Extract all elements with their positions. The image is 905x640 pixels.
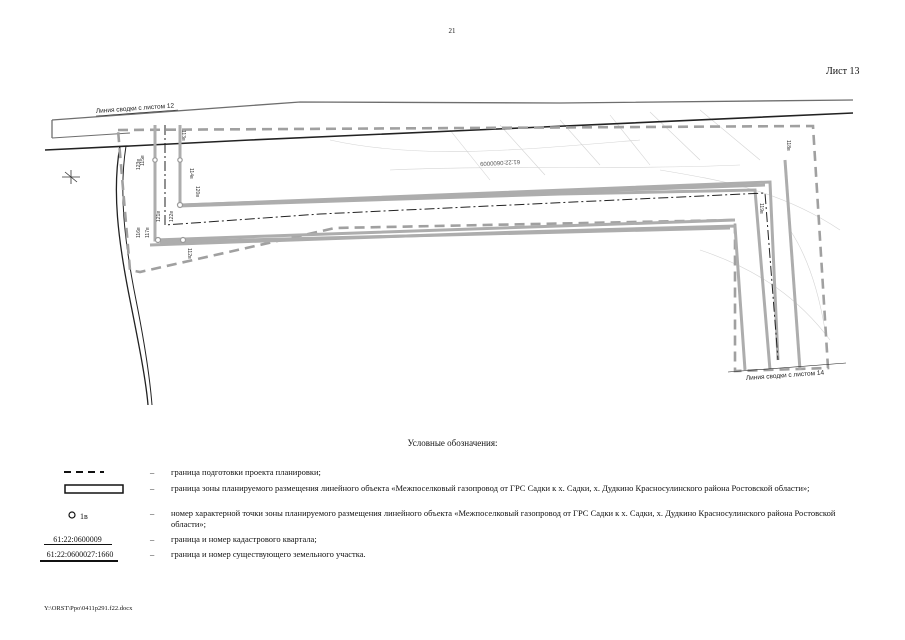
quarter-label: 61:22:0600009 bbox=[479, 158, 520, 166]
plot-symbol-label: 61:22:0600027:1660 bbox=[46, 550, 114, 559]
sheet-label: Лист 13 bbox=[826, 66, 860, 77]
legend-dash: – bbox=[150, 483, 155, 493]
gas-pipeline-axis bbox=[164, 125, 779, 361]
planning-boundary bbox=[116, 124, 830, 373]
north-arrow-icon bbox=[62, 170, 80, 184]
legend-dash: – bbox=[150, 549, 155, 559]
parcel-boundary bbox=[44, 112, 854, 151]
point-label: 119в bbox=[758, 203, 764, 214]
legend-text: граница зоны планируемого размещения лин… bbox=[171, 483, 810, 493]
legend-title: Условные обозначения: bbox=[407, 438, 498, 448]
plot-line bbox=[40, 560, 118, 562]
point-circle-icon bbox=[68, 511, 76, 519]
land-plot-symbol: 61:22:0600027:1660 bbox=[30, 549, 125, 565]
characteristic-points bbox=[152, 157, 187, 244]
legend-text: граница и номер существующего земельного… bbox=[171, 549, 366, 559]
legend-text: граница подготовки проекта планировки; bbox=[171, 467, 321, 477]
legend-dash: – bbox=[150, 534, 155, 544]
quarter-line bbox=[44, 544, 112, 545]
point-label: 115в bbox=[140, 155, 146, 166]
point-label: 121в bbox=[156, 211, 162, 222]
point-label: 114в bbox=[188, 168, 194, 179]
cadastral-quarter-symbol: 61:22:0600009 bbox=[30, 534, 125, 548]
point-symbol: 1в bbox=[30, 508, 125, 521]
point-label: 113в bbox=[180, 130, 186, 141]
road-boundary bbox=[51, 99, 854, 121]
point-label: 120в bbox=[194, 186, 200, 197]
legend-text: граница и номер кадастрового квартала; bbox=[171, 534, 317, 544]
point-label: 116в bbox=[136, 227, 142, 238]
map-drawing: Линия сводки с листом 12 Линия сводки с … bbox=[44, 99, 854, 406]
point-label: 118в bbox=[785, 140, 791, 151]
dashed-line-symbol bbox=[64, 471, 104, 473]
zone-rect-symbol bbox=[64, 484, 124, 494]
page-number: 21 bbox=[448, 27, 456, 35]
point-label: 117в bbox=[145, 227, 151, 238]
point-label: 123в bbox=[136, 159, 142, 170]
point-symbol-label: 1в bbox=[80, 512, 88, 521]
legend-dash: – bbox=[150, 467, 155, 477]
point-label: 112в bbox=[186, 248, 192, 259]
point-label: 122в bbox=[169, 211, 175, 222]
legend-dash: – bbox=[150, 508, 155, 518]
quarter-symbol-label: 61:22:0600009 bbox=[53, 535, 102, 544]
legend-text: номер характерной точки зоны планируемог… bbox=[171, 508, 836, 529]
file-path-footer: Y:\ORST\Ppo\0411p291.f22.docx bbox=[44, 605, 133, 612]
